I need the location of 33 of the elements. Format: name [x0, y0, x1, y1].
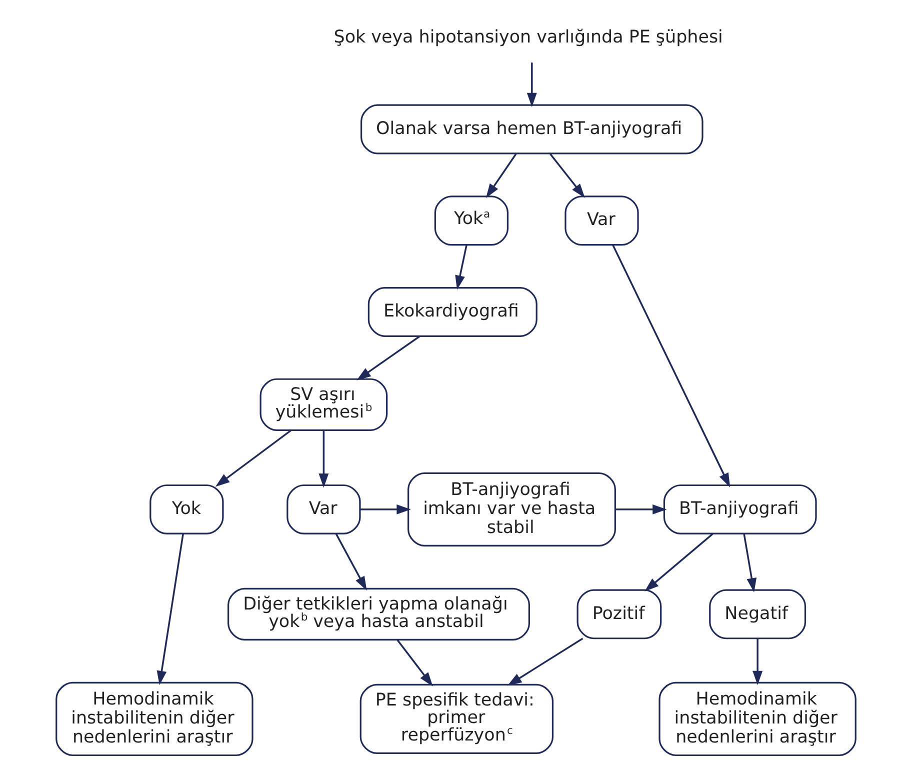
- node-box: Pozitif: [576, 589, 662, 640]
- node-box: Yok$^{a}$: [434, 196, 508, 246]
- arrow: [526, 62, 536, 108]
- arrow: [318, 430, 328, 488]
- arrow: [752, 638, 762, 686]
- node-box: Hemodinamik instabilitenin diğer nedenlerini araştır: [658, 682, 856, 756]
- arrow: [485, 153, 516, 198]
- node-box: Negatif: [708, 589, 806, 640]
- node-box: PE spesifik tedavi: primer reperfüzyon$^{c}$: [359, 684, 554, 754]
- node-box: BT-anjiyografi: [662, 484, 816, 534]
- arrow: [214, 429, 292, 487]
- node-box: Hemodinamik instabilitenin diğer nedenlerini araştır: [55, 682, 253, 756]
- arrow: [742, 534, 756, 592]
- node-box: BT-anjiyografi imkanı var ve hasta stabil: [407, 472, 616, 546]
- arrow: [506, 638, 583, 686]
- node-box: Olanak varsa hemen BT-anjiyografi: [360, 104, 703, 154]
- node-box: Var: [564, 196, 638, 246]
- arrow: [360, 504, 410, 514]
- arrow: [156, 534, 184, 686]
- node-text: Şok veya hipotansiyon varlığında PE şüphesi: [333, 28, 722, 48]
- arrow: [549, 153, 584, 198]
- arrow: [644, 533, 713, 592]
- arrow: [356, 336, 420, 380]
- node-box: Yok: [149, 484, 224, 534]
- node-box: SV aşırı yüklemesi$^{b}$: [259, 378, 388, 431]
- arrow: [614, 504, 666, 514]
- arrow: [334, 534, 366, 591]
- arrow: [612, 244, 730, 488]
- node-box: Ekokardiyografi: [367, 286, 537, 337]
- arrow: [454, 245, 467, 290]
- node-box: Var: [286, 484, 360, 534]
- node-box: Diğer tetkikleri yapma olanağı yok$^{b}$ veya hasta anstabil: [227, 588, 530, 641]
- arrow: [396, 639, 432, 686]
